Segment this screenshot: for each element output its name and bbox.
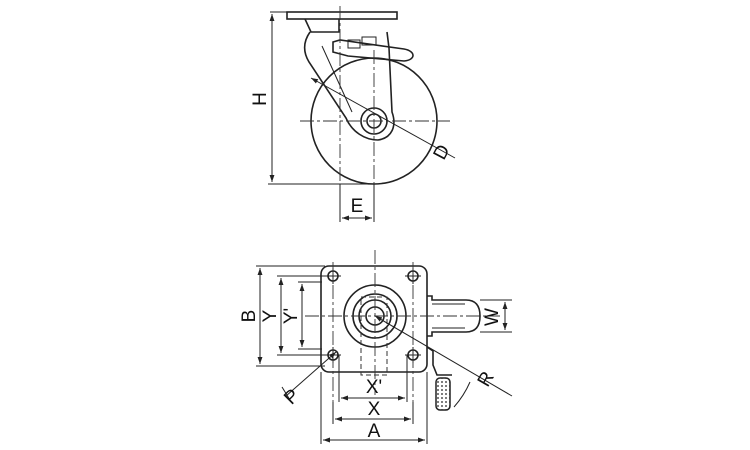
brake-projection <box>427 295 481 337</box>
swing-radius-arc <box>453 381 471 408</box>
label-H: H <box>250 92 271 106</box>
side-view: H D E <box>250 6 456 222</box>
label-Y: Y <box>260 309 281 322</box>
label-Y-prime: Y' <box>281 308 302 324</box>
label-R: R <box>474 368 499 390</box>
swivel-housing <box>304 18 340 33</box>
label-W: W <box>482 308 503 326</box>
label-B: B <box>239 310 260 323</box>
label-E: E <box>351 196 364 217</box>
top-plate <box>286 11 398 20</box>
label-X-prime: X' <box>366 377 382 398</box>
label-X: X <box>368 399 381 420</box>
dimension-R <box>374 315 513 397</box>
label-P: P <box>280 385 304 409</box>
brake-pedal-arm <box>426 346 452 376</box>
top-view: W R B Y Y' P X' X A <box>239 250 513 444</box>
dimension-P <box>285 351 337 397</box>
dimension-D <box>310 77 456 159</box>
brake-pedal <box>435 377 451 411</box>
plate <box>320 265 428 373</box>
wheel-hidden <box>360 296 388 376</box>
label-D: D <box>430 141 455 163</box>
label-A: A <box>368 421 381 442</box>
